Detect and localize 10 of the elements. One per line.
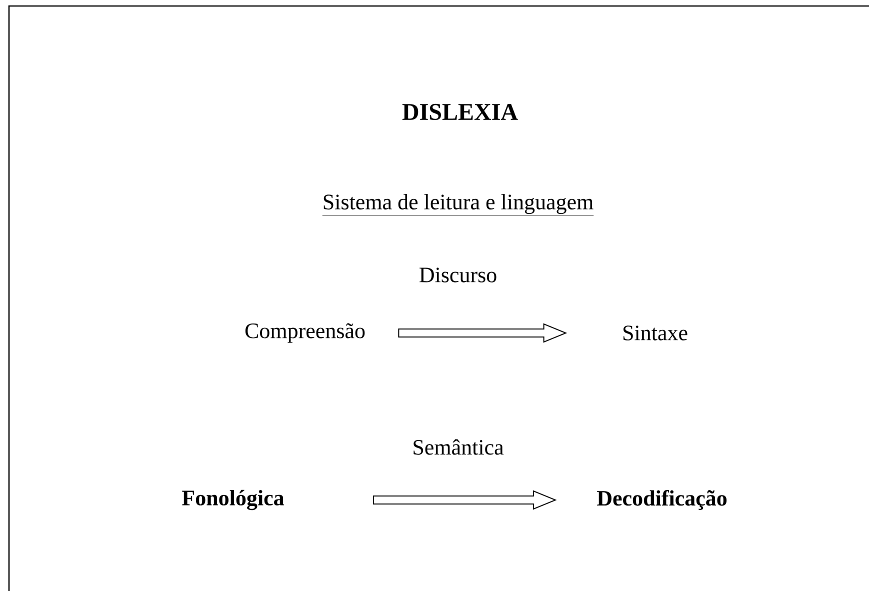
label-text: Sistema de leitura e linguagem (322, 194, 594, 216)
label-text: Discurso (420, 268, 496, 282)
word-label: Decodificação (597, 490, 727, 510)
word-label: Compreensão (245, 323, 365, 343)
hollow-arrow (398, 323, 568, 343)
title: DISLEXIA (402, 104, 518, 120)
word-label: Sintaxe (624, 326, 688, 340)
word-label: Fonológica (182, 490, 284, 510)
label-text: Semântica (414, 439, 504, 455)
hollow-arrow (373, 490, 557, 510)
